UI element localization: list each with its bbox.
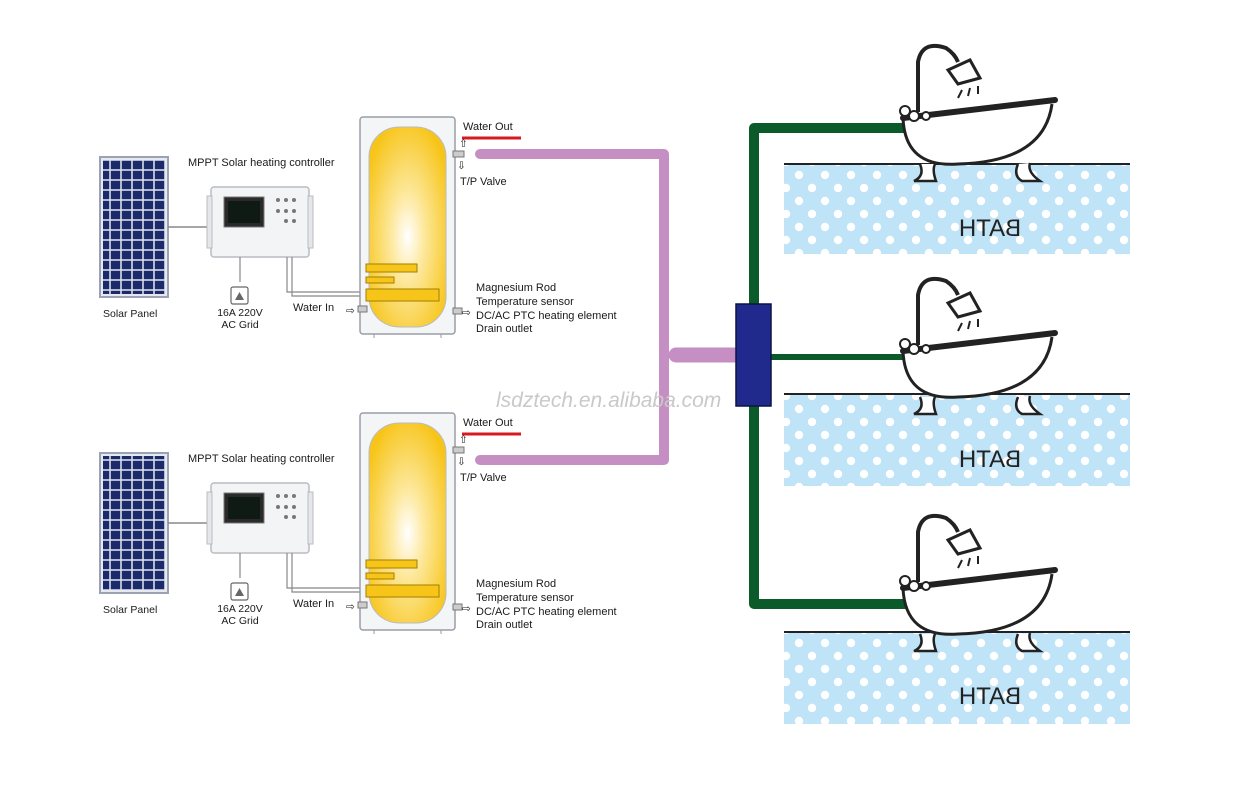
solar-panel-icon (99, 452, 169, 594)
component-label: Drain outlet (476, 619, 532, 631)
bath-tile-floor (784, 394, 1130, 486)
distribution-pipes (735, 123, 910, 609)
water-tank-icon (357, 412, 465, 634)
shower-head-icon (916, 513, 983, 582)
water-tank-icon (357, 116, 465, 338)
power-socket-icon (230, 286, 249, 305)
bath-2: BATH (784, 276, 1130, 486)
tp-valve-label: T/P Valve (460, 176, 507, 188)
power-socket-icon (230, 582, 249, 601)
water-in-label: Water In (293, 598, 334, 610)
controller-icon (206, 186, 314, 258)
heater-wire (291, 257, 360, 297)
water-out-label: Water Out (463, 121, 513, 133)
out-arrow: ⇧ (459, 434, 468, 446)
panel-label: Solar Panel (103, 604, 157, 616)
in-arrow: ⇨ (346, 601, 355, 613)
manifold (735, 303, 772, 407)
grid-label-2: AC Grid (221, 319, 259, 331)
component-label: DC/AC PTC heating element (476, 310, 617, 322)
controller-label: MPPT Solar heating controller (188, 157, 335, 169)
valve-arrow: ⇩ (457, 160, 466, 172)
grid-label-2: AC Grid (221, 615, 259, 627)
sensor-wire (286, 257, 360, 293)
water-in-label: Water In (293, 302, 334, 314)
heating-system-1: Solar Panel MPPT Solar heating controlle… (99, 116, 617, 338)
component-label: Temperature sensor (476, 592, 574, 604)
bathtub-icon (899, 97, 1058, 183)
in-arrow: ⇨ (346, 305, 355, 317)
bathtub-icon (899, 567, 1058, 653)
solar-panel-icon (99, 156, 169, 298)
water-out-label: Water Out (463, 417, 513, 429)
valve-arrow: ⇩ (457, 456, 466, 468)
bath-label: BATH (959, 446, 1021, 473)
bath-3: BATH (784, 513, 1130, 724)
component-label: DC/AC PTC heating element (476, 606, 617, 618)
hot-pipe (475, 149, 669, 465)
bath-tile-floor (784, 632, 1130, 724)
component-label: Magnesium Rod (476, 578, 556, 590)
watermark: lsdztech.en.alibaba.com (496, 389, 721, 412)
shower-head-icon (916, 276, 983, 345)
bath-tile-floor (784, 164, 1130, 254)
sensor-wire (286, 553, 360, 589)
component-label: Magnesium Rod (476, 282, 556, 294)
component-label: Drain outlet (476, 323, 532, 335)
heater-wire (291, 553, 360, 593)
component-label: Temperature sensor (476, 296, 574, 308)
drain-arrow: ⇨ (462, 603, 471, 615)
panel-label: Solar Panel (103, 308, 157, 320)
grid-label-1: 16A 220V (217, 307, 263, 319)
bath-1: BATH (784, 43, 1130, 254)
bathtub-icon (899, 330, 1058, 416)
drain-arrow: ⇨ (462, 307, 471, 319)
hot-water-pipes (475, 149, 744, 465)
heating-system-2: Solar Panel MPPT Solar heating controlle… (99, 412, 617, 634)
out-arrow: ⇧ (459, 138, 468, 150)
bath-label: BATH (959, 683, 1021, 710)
shower-head-icon (916, 43, 983, 112)
tp-valve-label: T/P Valve (460, 472, 507, 484)
controller-icon (206, 482, 314, 554)
bath-label: BATH (959, 215, 1021, 242)
grid-label-1: 16A 220V (217, 603, 263, 615)
controller-label: MPPT Solar heating controller (188, 453, 335, 465)
